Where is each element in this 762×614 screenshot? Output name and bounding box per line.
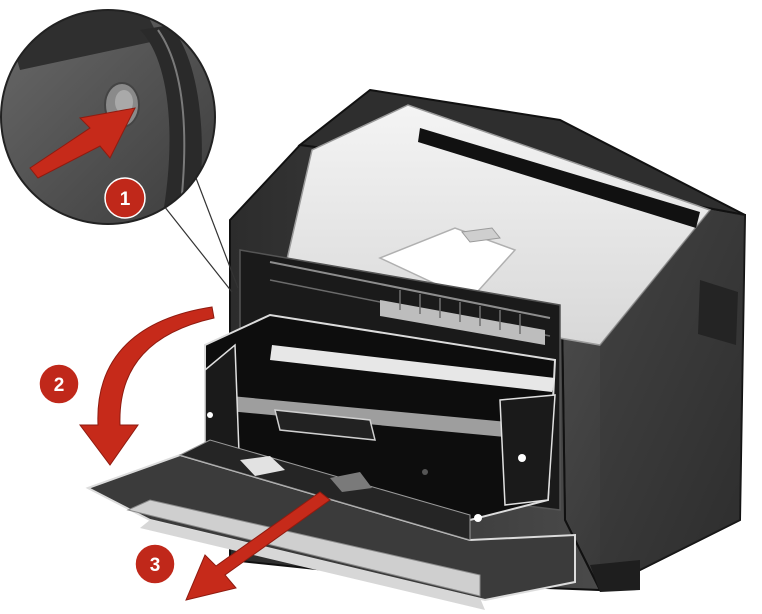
step-number-2: 2 bbox=[54, 375, 65, 396]
door-open-arrow bbox=[80, 307, 214, 465]
step-badge-2: 2 bbox=[39, 364, 79, 404]
step-badge-1: 1 bbox=[105, 178, 145, 218]
step-number-3: 3 bbox=[150, 555, 161, 576]
step-badge-3: 3 bbox=[135, 544, 175, 584]
step-number-1: 1 bbox=[120, 189, 131, 210]
